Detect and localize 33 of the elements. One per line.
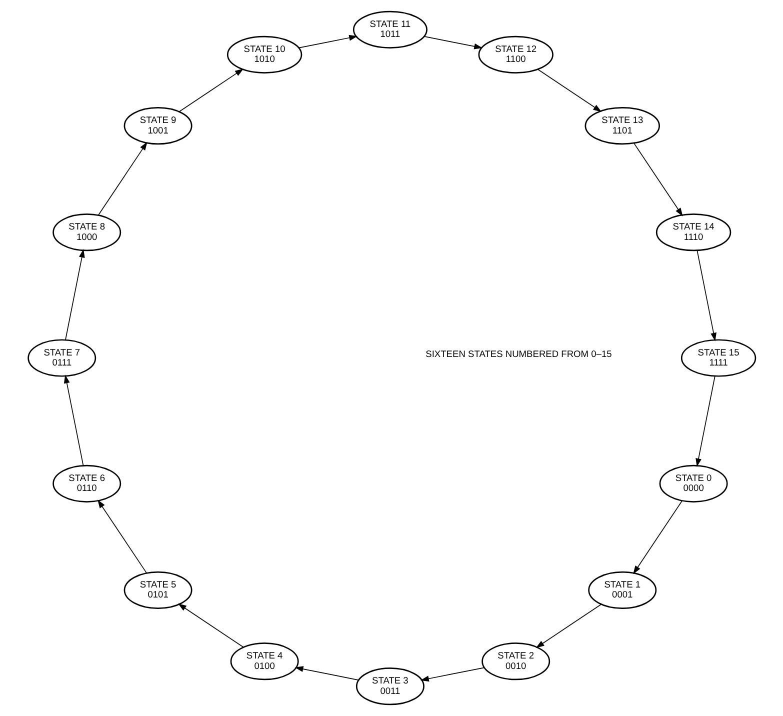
node-ellipse: STATE 15 1111 — [680, 339, 756, 377]
node-ellipse: STATE 8 1000 — [52, 214, 121, 252]
node-ellipse: STATE 2 0010 — [481, 642, 550, 680]
arrow — [632, 500, 682, 574]
node-ellipse: STATE 14 1110 — [655, 214, 731, 252]
arrow — [63, 374, 84, 466]
arrow — [696, 250, 716, 342]
node-ellipse: STATE 0 0000 — [658, 464, 728, 502]
arrow — [536, 68, 602, 112]
arrow — [535, 604, 602, 648]
node-ellipse: STATE 7 0111 — [27, 339, 96, 377]
node-ellipse: STATE 11 1011 — [352, 10, 427, 48]
arrow — [420, 667, 484, 682]
arrow — [177, 603, 244, 648]
label: SIXTEEN STATES NUMBERED FROM 0–15 — [425, 348, 612, 359]
node-ellipse: STATE 3 0011 — [355, 668, 424, 706]
node-ellipse: STATE 1 0001 — [588, 571, 656, 609]
arrow — [178, 68, 244, 112]
node-ellipse: STATE 12 1100 — [478, 36, 553, 74]
arrow — [695, 376, 715, 467]
node-ellipse: STATE 10 1010 — [226, 36, 302, 74]
arrow — [423, 36, 482, 50]
arrow — [97, 142, 147, 216]
node-ellipse: STATE 5 0101 — [123, 571, 192, 609]
arrow — [632, 142, 682, 216]
node-ellipse: STATE 4 0100 — [230, 642, 298, 680]
node-ellipse: STATE 9 1001 — [123, 107, 192, 145]
arrow — [97, 500, 147, 574]
node-ellipse: STATE 13 1101 — [584, 107, 660, 145]
node-ellipse: STATE 6 0110 — [52, 464, 121, 502]
arrow — [64, 249, 84, 340]
arrow — [298, 34, 358, 48]
arrow — [294, 666, 358, 680]
